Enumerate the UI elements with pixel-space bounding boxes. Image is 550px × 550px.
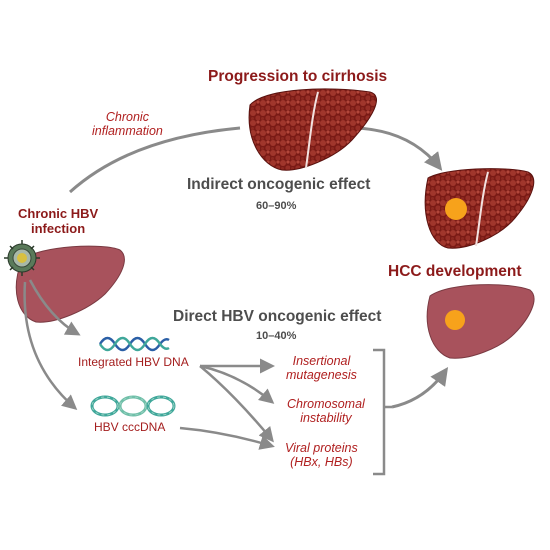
cccdna-to-viral-proteins-arrow xyxy=(179,426,275,450)
direct-effect-percent: 10–40% xyxy=(256,330,297,342)
cirrhotic-liver-with-tumor xyxy=(424,168,535,249)
bracket-to-hcc-arrow xyxy=(391,367,449,409)
chronic-hbv-label: Chronic HBV infection xyxy=(18,206,99,236)
cccdna-circles xyxy=(90,395,176,417)
inflammation-arc-arrow xyxy=(68,126,241,194)
hcc-tumor xyxy=(445,310,465,330)
insertional-mutagenesis-label: Insertional mutagenesis xyxy=(286,354,357,383)
tumor-nodule xyxy=(445,198,467,220)
indirect-effect-title: Indirect oncogenic effect xyxy=(187,176,371,193)
direct-effect-title: Direct HBV oncogenic effect xyxy=(173,308,382,325)
liver-to-integrated-dna-arrow xyxy=(28,279,81,336)
mechanisms-bracket xyxy=(373,348,386,476)
dna-to-chromosomal-arrow xyxy=(199,364,275,404)
integrated-dna-label: Integrated HBV DNA xyxy=(78,355,189,369)
hcc-liver xyxy=(426,284,535,359)
cirrhotic-liver xyxy=(248,88,377,171)
hcc-development-title: HCC development xyxy=(388,263,522,280)
dna-to-viral-proteins-arrow xyxy=(199,365,274,443)
chronic-inflammation-label: Chronic inflammation xyxy=(92,110,163,139)
hbv-virus-particle xyxy=(4,240,40,276)
indirect-effect-percent: 60–90% xyxy=(256,200,297,212)
integrated-dna-helix xyxy=(98,336,170,352)
cccdna-label: HBV cccDNA xyxy=(94,420,166,434)
chromosomal-instability-label: Chromosomal instability xyxy=(287,397,365,426)
progression-title: Progression to cirrhosis xyxy=(208,68,388,85)
viral-proteins-label: Viral proteins (HBx, HBs) xyxy=(285,441,358,470)
cirrhosis-to-hcc-arrow xyxy=(354,126,443,171)
liver-to-cccdna-arrow xyxy=(23,281,78,410)
